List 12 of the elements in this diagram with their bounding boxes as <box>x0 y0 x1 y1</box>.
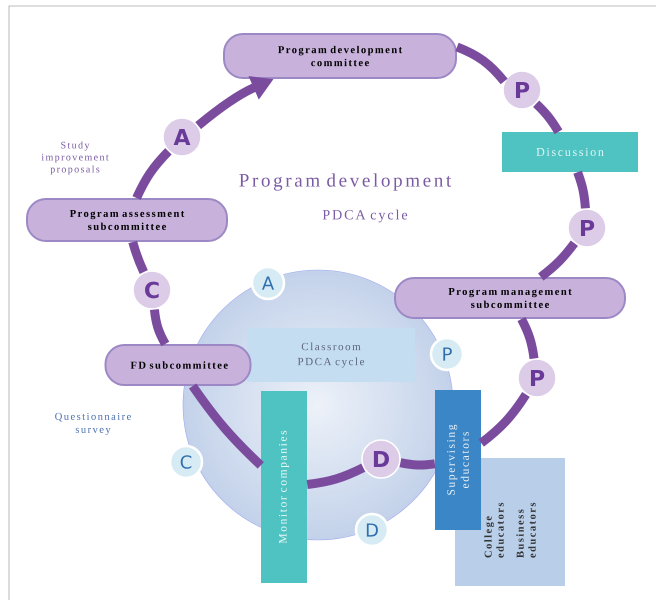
committee-box: Program management subcommittee <box>394 277 626 319</box>
note-text: Questionnaire survey <box>55 412 131 436</box>
cycle-box: Classroom PDCA cycle <box>247 328 415 382</box>
committee-box: Program assessment subcommittee <box>26 198 228 242</box>
note-text: Study improvement proposals <box>42 141 109 175</box>
committee-box: FD subcommittee <box>104 344 252 386</box>
committee-box: Program development committee <box>223 33 457 79</box>
vertical-box: Supervising educators <box>435 390 481 530</box>
discussion-box: Discussion <box>502 132 638 172</box>
vertical-box: Monitor companies <box>261 391 307 583</box>
subheading-text: PDCA cycle <box>322 210 408 222</box>
heading-text: Program development <box>239 173 452 191</box>
